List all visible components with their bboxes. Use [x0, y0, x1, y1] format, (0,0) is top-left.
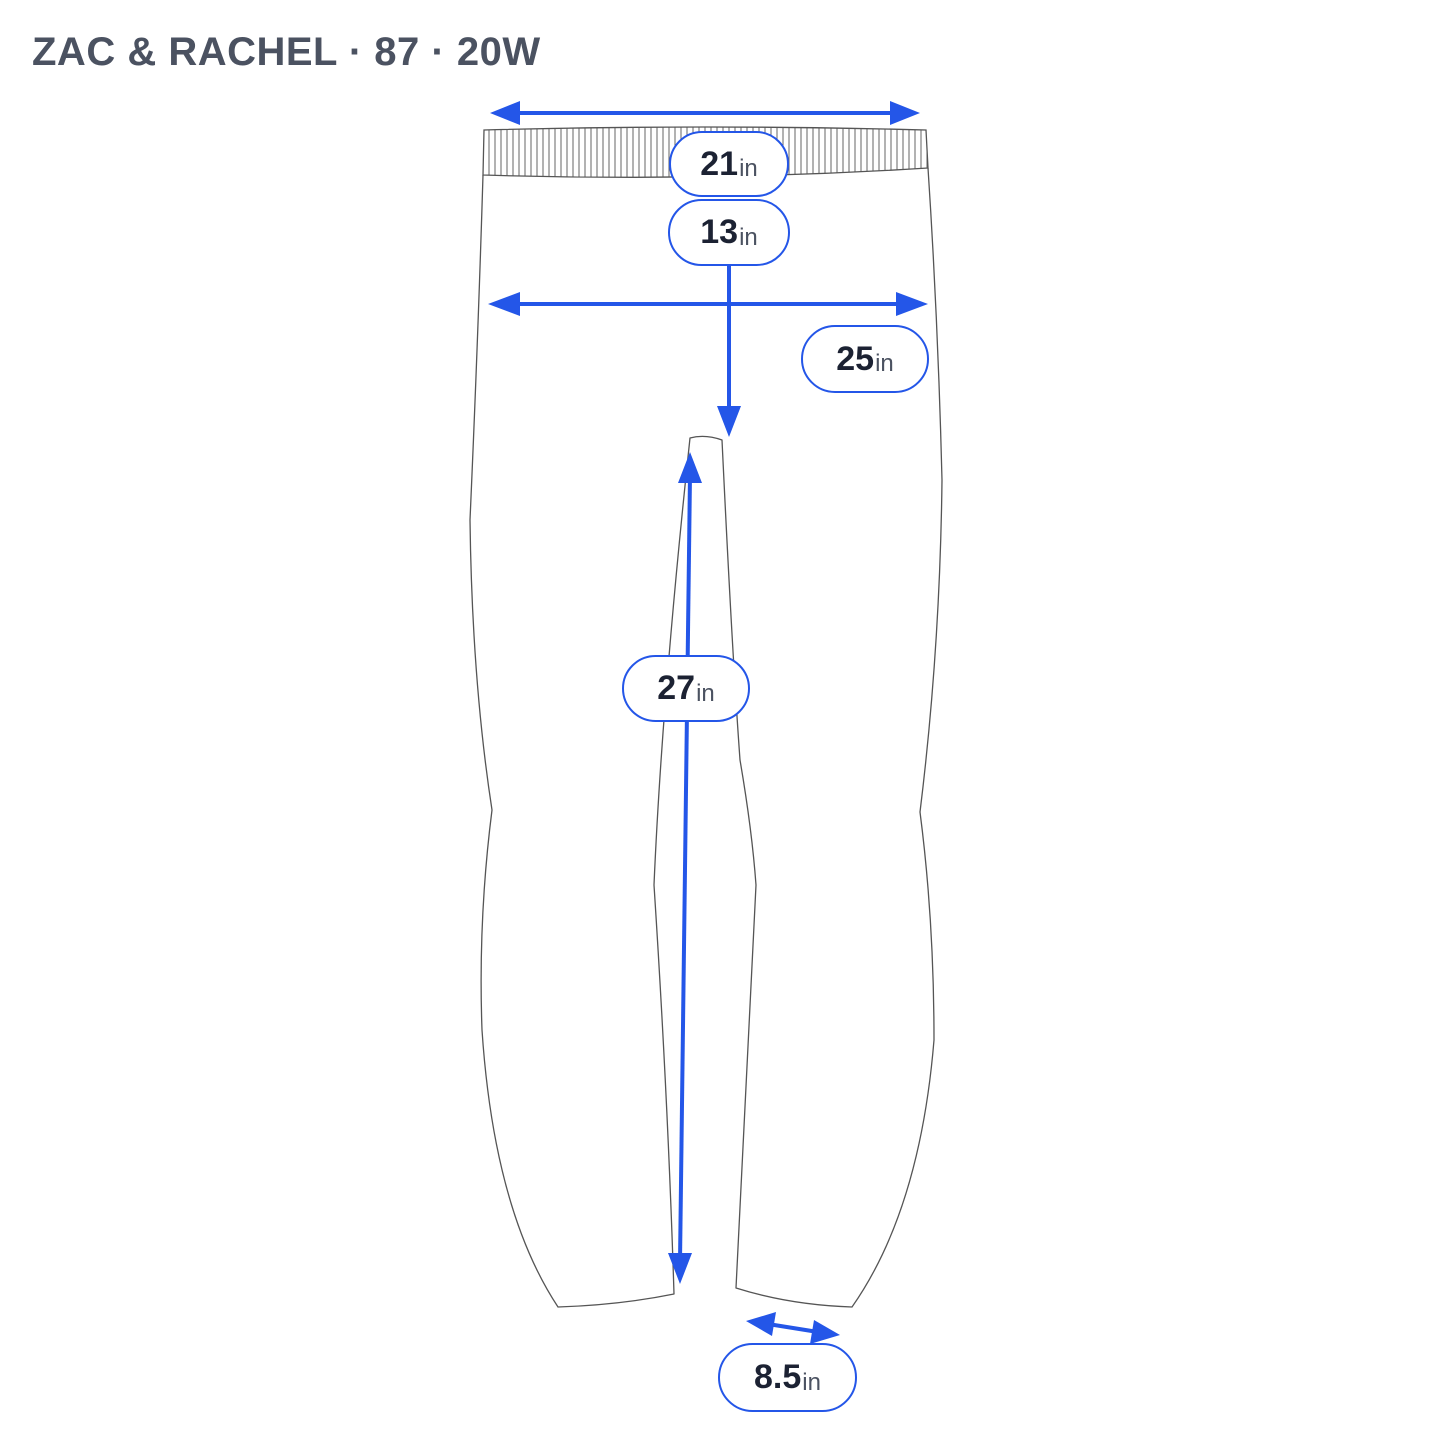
inseam-unit: in — [696, 679, 715, 707]
pants-outline — [469, 167, 943, 1308]
inseam-value: 27 — [657, 669, 696, 707]
rise-arrow — [717, 262, 741, 437]
waist-unit: in — [739, 155, 758, 182]
waist-value: 21 — [700, 144, 739, 183]
rise-value: 13 — [700, 213, 739, 251]
page-title: ZAC & RACHEL · 87 · 20W — [32, 30, 541, 74]
leg-opening-value: 8.5 — [754, 1358, 802, 1396]
inseam-arrow — [668, 452, 702, 1284]
hip-value: 25 — [836, 339, 875, 378]
hip-arrow — [488, 292, 928, 316]
waist-arrow — [490, 101, 920, 125]
leg-opening-arrow — [746, 1312, 840, 1344]
hip-unit: in — [875, 350, 894, 377]
rise-unit: in — [739, 223, 758, 251]
leg-opening-unit: in — [802, 1368, 821, 1396]
